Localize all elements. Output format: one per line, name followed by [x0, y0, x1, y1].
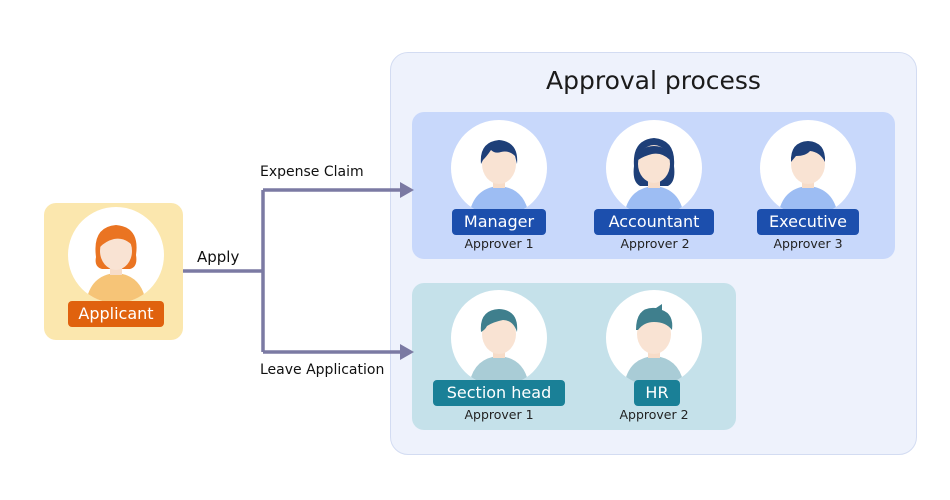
arrow-to-expense-approvers [400, 182, 414, 198]
executive-approver-order: Approver 3 [773, 236, 843, 251]
arrow-to-leave-approvers [400, 344, 414, 360]
section-head-approver-order: Approver 1 [464, 407, 534, 422]
executive-avatar [760, 120, 856, 216]
executive-role-label: Executive [757, 209, 859, 235]
accountant-approver-order: Approver 2 [620, 236, 690, 251]
process-title: Approval process [546, 66, 761, 95]
hr-approver-order: Approver 2 [619, 407, 689, 422]
manager-approver-order: Approver 1 [464, 236, 534, 251]
expense-claim-label: Expense Claim [260, 164, 364, 180]
manager-role-label: Manager [452, 209, 546, 235]
applicant-avatar [68, 207, 164, 303]
hr-avatar [606, 290, 702, 386]
manager-avatar [451, 120, 547, 216]
apply-label: Apply [197, 248, 240, 266]
accountant-role-label: Accountant [594, 209, 714, 235]
applicant-role-label: Applicant [68, 301, 164, 327]
section-head-role-label: Section head [433, 380, 565, 406]
section-head-avatar [451, 290, 547, 386]
hr-role-label: HR [634, 380, 680, 406]
accountant-avatar [606, 120, 702, 216]
leave-application-label: Leave Application [260, 362, 385, 378]
